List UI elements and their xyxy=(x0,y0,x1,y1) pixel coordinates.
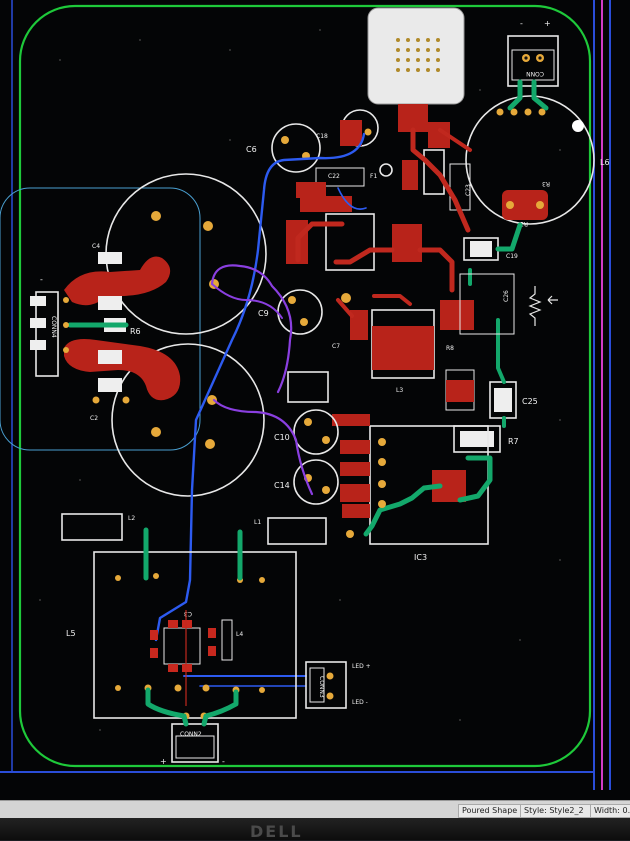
conn2-label: CONN2 xyxy=(180,731,202,738)
f1-label: F1 xyxy=(370,173,377,180)
inductor-l6[interactable]: L6 R1 R3 xyxy=(465,95,610,227)
resistor-r7[interactable]: R7 xyxy=(453,425,519,453)
c7-label: C7 xyxy=(332,343,340,350)
c6-label: C6 xyxy=(246,145,257,154)
led-plus-label: LED + xyxy=(352,663,371,670)
r7-label: R7 xyxy=(508,437,519,446)
trace-purple-1 xyxy=(210,264,293,394)
pad-column-center xyxy=(332,414,386,538)
conn-top-right[interactable]: - + CONN xyxy=(507,19,559,87)
conn2-minus-label: - xyxy=(222,757,225,766)
capacitor-c9[interactable]: C9 xyxy=(258,289,323,335)
capacitor-c25[interactable]: C25 xyxy=(489,381,538,419)
large-pad-top[interactable] xyxy=(367,7,465,132)
outline-c26 xyxy=(459,273,515,335)
c14-label: C14 xyxy=(274,481,290,490)
c10-label: C10 xyxy=(274,433,290,442)
conn4-left[interactable]: - CONN4 xyxy=(30,275,69,377)
inductor-l2[interactable]: L2 xyxy=(61,513,135,541)
c18-label: C18 xyxy=(316,133,328,140)
capacitor-c6[interactable]: C6 xyxy=(246,123,321,173)
inductor-l1[interactable]: L1 xyxy=(254,517,327,545)
c4-label: C4 xyxy=(92,243,100,250)
status-width: Width: 0.30 xyxy=(590,804,630,818)
l1-label: L1 xyxy=(254,519,261,526)
status-bar: Poured Shape Style: Style2_2 Width: 0.30 xyxy=(0,800,630,819)
inductor-l5[interactable]: L5 xyxy=(66,551,297,719)
c9-label: C9 xyxy=(258,309,269,318)
monitor-bezel: DELL xyxy=(0,818,630,841)
pcb-editor-canvas[interactable]: - + CONN L6 R1 R3 C19 C6 xyxy=(0,0,630,800)
copper-pours-center xyxy=(286,182,475,411)
grid-dots xyxy=(39,29,561,731)
conn3-led[interactable]: CONN3 LED + LED - xyxy=(305,661,371,709)
conn-top-minus-label: - xyxy=(520,19,523,28)
l2-label: L2 xyxy=(128,515,135,522)
capacitor-c2-big[interactable]: C2 xyxy=(90,343,265,497)
conn4-minus-label: - xyxy=(40,275,43,284)
conn3-label: CONN3 xyxy=(318,676,325,698)
board-outline xyxy=(18,4,592,768)
c23-label: C23 xyxy=(465,184,472,196)
r3-label: R3 xyxy=(542,180,550,187)
r8-label: R8 xyxy=(446,345,454,352)
trace-blue-main xyxy=(154,132,366,642)
l6-label: L6 xyxy=(600,158,610,167)
conn-top-label: CONN xyxy=(526,70,544,77)
controller-cluster: C3 L4 xyxy=(144,610,243,694)
conn2-plus-label: + xyxy=(160,757,167,766)
pcb-layout[interactable]: - + CONN L6 R1 R3 C19 C6 xyxy=(0,0,630,790)
c19-label: C19 xyxy=(506,253,518,260)
l4-label: L4 xyxy=(236,631,243,638)
copper-pour-left xyxy=(64,252,181,401)
status-shape: Poured Shape xyxy=(458,804,522,818)
led-minus-label: LED - xyxy=(352,699,368,706)
ic-package[interactable] xyxy=(287,371,329,403)
l5-label: L5 xyxy=(66,629,76,638)
resistor-symbol xyxy=(528,286,558,326)
l3-label: L3 xyxy=(396,387,403,394)
r1-label: R1 xyxy=(520,220,528,227)
c3-label: C3 xyxy=(184,610,192,617)
conn-top-plus-label: + xyxy=(544,19,551,28)
conn4-label: CONN4 xyxy=(50,316,57,338)
r6-label: R6 xyxy=(130,327,141,336)
conn2-bottom[interactable]: CONN2 + - xyxy=(160,712,225,767)
dell-logo: DELL xyxy=(250,822,303,841)
c2-label: C2 xyxy=(90,415,98,422)
status-style: Style: Style2_2 xyxy=(520,804,592,818)
c22-label: C22 xyxy=(328,173,340,180)
ic3-label: IC3 xyxy=(414,553,427,562)
c25-label: C25 xyxy=(522,397,538,406)
capacitor-c10[interactable]: C10 xyxy=(274,409,339,455)
c26-label: C26 xyxy=(503,290,510,302)
keepout-region xyxy=(0,187,201,451)
